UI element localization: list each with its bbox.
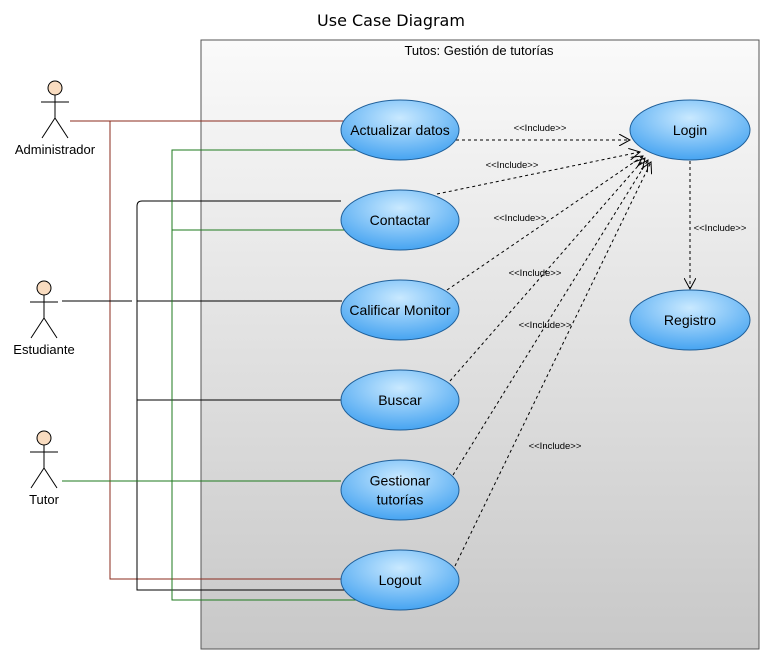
use-case-ellipse (340, 189, 460, 251)
use-case-ellipse (340, 459, 460, 521)
use-case-ellipse (629, 99, 751, 161)
use-case-label: Contactar (370, 212, 431, 228)
actor-label: Estudiante (13, 342, 74, 357)
actor-admin[interactable]: Administrador (15, 80, 96, 157)
use-case-label: Actualizar datos (350, 122, 450, 138)
use-case-login[interactable]: Login (629, 99, 751, 161)
include-dependencies: <<Include>> <<Include>> <<Include>> <<Inclu… (436, 123, 747, 567)
actor-label: Tutor (29, 492, 60, 507)
include-label: <<Include>> (519, 320, 572, 331)
actor-left-leg (30, 467, 45, 489)
actor-head (47, 80, 63, 96)
actor-right-leg (43, 317, 58, 339)
use-case-label: Buscar (378, 392, 422, 408)
use-case-ellipse (340, 549, 460, 611)
use-case-label: Calificar Monitor (349, 302, 450, 318)
diagram-title: Use Case Diagram (317, 11, 465, 30)
use-case-buscar[interactable]: Buscar (340, 369, 460, 431)
use-case-ellipse (340, 369, 460, 431)
use-case-label: Login (673, 122, 707, 138)
include-label: <<Include>> (694, 223, 747, 234)
include-label: <<Include>> (509, 268, 562, 279)
include-label: <<Include>> (514, 123, 567, 134)
include-label: <<Include>> (486, 160, 539, 171)
system-title: Tutos: Gestión de tutorías (404, 43, 554, 58)
include-label: <<Include>> (494, 213, 547, 224)
actor-right-leg (43, 467, 58, 489)
actor-head (36, 280, 52, 296)
association-lines (62, 120, 358, 601)
use-case-registro[interactable]: Registro (629, 289, 751, 351)
include-arrow-gestionar-login (452, 160, 648, 476)
association-estudiante-segment (136, 200, 346, 591)
use-case-label: Gestionar (370, 473, 431, 489)
actor-left-leg (41, 117, 56, 139)
actor-right-leg (54, 117, 69, 139)
association-tutor-segment (171, 149, 358, 601)
include-arrow-buscar-login (449, 158, 645, 382)
use-case-calificar[interactable]: Calificar Monitor (340, 279, 460, 341)
use-case-label: Logout (379, 572, 422, 588)
include-label: <<Include>> (529, 441, 582, 452)
actor-label: Administrador (15, 142, 96, 157)
use-case-logout[interactable]: Logout (340, 549, 460, 611)
actor-head (36, 430, 52, 446)
use-case-ellipse (340, 279, 460, 341)
actor-estudiante[interactable]: Estudiante (13, 280, 75, 357)
actor-left-leg (30, 317, 45, 339)
actor-tutor[interactable]: Tutor (29, 430, 60, 507)
use-case-gestionar[interactable]: Gestionar tutorías (340, 459, 460, 521)
include-arrow-logout-login (454, 162, 651, 567)
use-case-label: tutorías (377, 492, 424, 508)
use-case-actualizar[interactable]: Actualizar datos (340, 99, 460, 161)
use-case-label: Registro (664, 312, 716, 328)
association-admin-segment (70, 120, 341, 580)
include-arrow-contactar-login (436, 152, 640, 195)
use-case-ellipse (629, 289, 751, 351)
use-case-ellipse (340, 99, 460, 161)
use-case-contactar[interactable]: Contactar (340, 189, 460, 251)
